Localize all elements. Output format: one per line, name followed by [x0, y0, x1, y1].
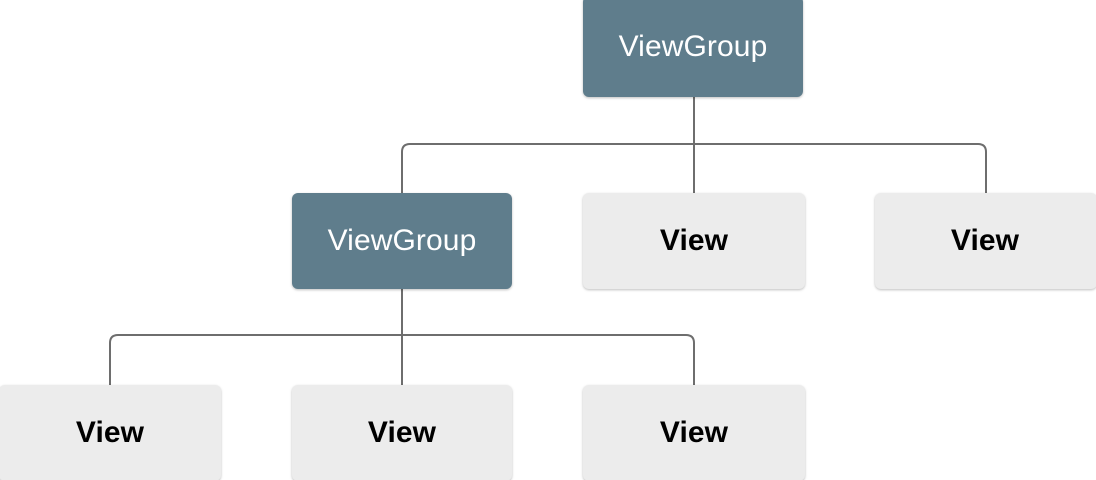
node-label: View: [659, 416, 729, 449]
node-level2-view-2[interactable]: View: [292, 385, 512, 480]
node-label: View: [367, 416, 437, 449]
node-root-viewgroup[interactable]: ViewGroup: [583, 0, 803, 97]
edge-level1-viewgroup-to-level2-view-1: [109, 334, 402, 385]
edge-root-to-level1-view-2: [694, 143, 987, 193]
node-level1-view-2[interactable]: View: [875, 193, 1096, 289]
node-level1-viewgroup[interactable]: ViewGroup: [292, 193, 512, 289]
edge-root-to-level1-viewgroup: [401, 143, 694, 193]
node-label: View: [75, 416, 145, 449]
node-label: ViewGroup: [618, 29, 768, 63]
node-label: View: [950, 224, 1020, 257]
node-level1-view-1[interactable]: View: [583, 193, 805, 289]
node-label: View: [659, 224, 729, 257]
edge-level1-viewgroup-to-level2-view-3: [402, 334, 695, 385]
node-level2-view-3[interactable]: View: [583, 385, 805, 480]
node-label: ViewGroup: [327, 224, 477, 257]
node-level2-view-1[interactable]: View: [0, 385, 221, 480]
